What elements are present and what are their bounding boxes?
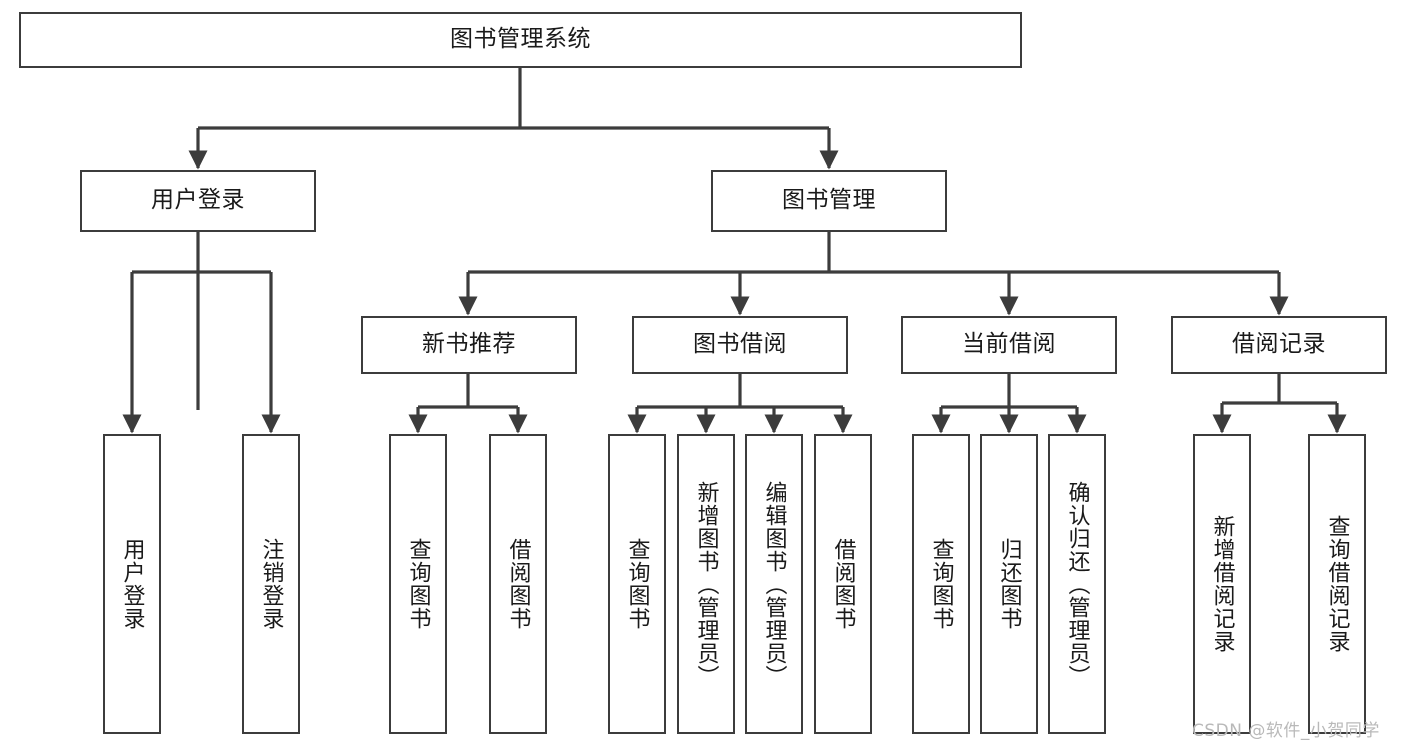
node-label: 借阅图书	[830, 538, 856, 630]
leaf-edit-book-admin[interactable]: 编辑图书（管理员）	[745, 434, 803, 734]
node-label: 确认归还（管理员）	[1064, 480, 1090, 688]
leaf-user-login[interactable]: 用户登录	[103, 434, 161, 734]
leaf-query-borrow-record[interactable]: 查询借阅记录	[1308, 434, 1366, 734]
node-user-login[interactable]: 用户登录	[80, 170, 316, 232]
leaf-return-book[interactable]: 归还图书	[980, 434, 1038, 734]
node-label: 查询图书	[624, 538, 650, 630]
node-label: 借阅记录	[1232, 331, 1326, 358]
node-label: 新书推荐	[422, 331, 516, 358]
leaf-confirm-return-admin[interactable]: 确认归还（管理员）	[1048, 434, 1106, 734]
node-label: 查询图书	[405, 538, 431, 630]
node-label: 图书管理系统	[450, 26, 591, 53]
leaf-query-book-recommend[interactable]: 查询图书	[389, 434, 447, 734]
node-book-management[interactable]: 图书管理	[711, 170, 947, 232]
node-new-book-recommendation[interactable]: 新书推荐	[361, 316, 577, 374]
node-borrow-record[interactable]: 借阅记录	[1171, 316, 1387, 374]
node-label: 新增借阅记录	[1209, 515, 1235, 653]
node-label: 归还图书	[996, 538, 1022, 630]
leaf-add-borrow-record[interactable]: 新增借阅记录	[1193, 434, 1251, 734]
node-label: 注销登录	[258, 538, 284, 630]
node-label: 用户登录	[119, 538, 145, 630]
node-label: 编辑图书（管理员）	[761, 480, 787, 688]
node-current-borrow[interactable]: 当前借阅	[901, 316, 1117, 374]
node-label: 新增图书（管理员）	[693, 480, 719, 688]
leaf-borrow-book[interactable]: 借阅图书	[814, 434, 872, 734]
node-label: 图书管理	[782, 187, 876, 214]
node-book-borrow[interactable]: 图书借阅	[632, 316, 848, 374]
leaf-user-logout[interactable]: 注销登录	[242, 434, 300, 734]
leaf-query-book-current[interactable]: 查询图书	[912, 434, 970, 734]
node-label: 用户登录	[151, 187, 245, 214]
node-label: 借阅图书	[505, 538, 531, 630]
node-label: 查询图书	[928, 538, 954, 630]
leaf-add-book-admin[interactable]: 新增图书（管理员）	[677, 434, 735, 734]
leaf-borrow-book-recommend[interactable]: 借阅图书	[489, 434, 547, 734]
node-root-book-management-system[interactable]: 图书管理系统	[19, 12, 1022, 68]
node-label: 查询借阅记录	[1324, 515, 1350, 653]
node-label: 图书借阅	[693, 331, 787, 358]
leaf-query-book-borrow[interactable]: 查询图书	[608, 434, 666, 734]
csdn-watermark: CSDN @软件_小贺同学	[1192, 721, 1380, 741]
node-label: 当前借阅	[962, 331, 1056, 358]
